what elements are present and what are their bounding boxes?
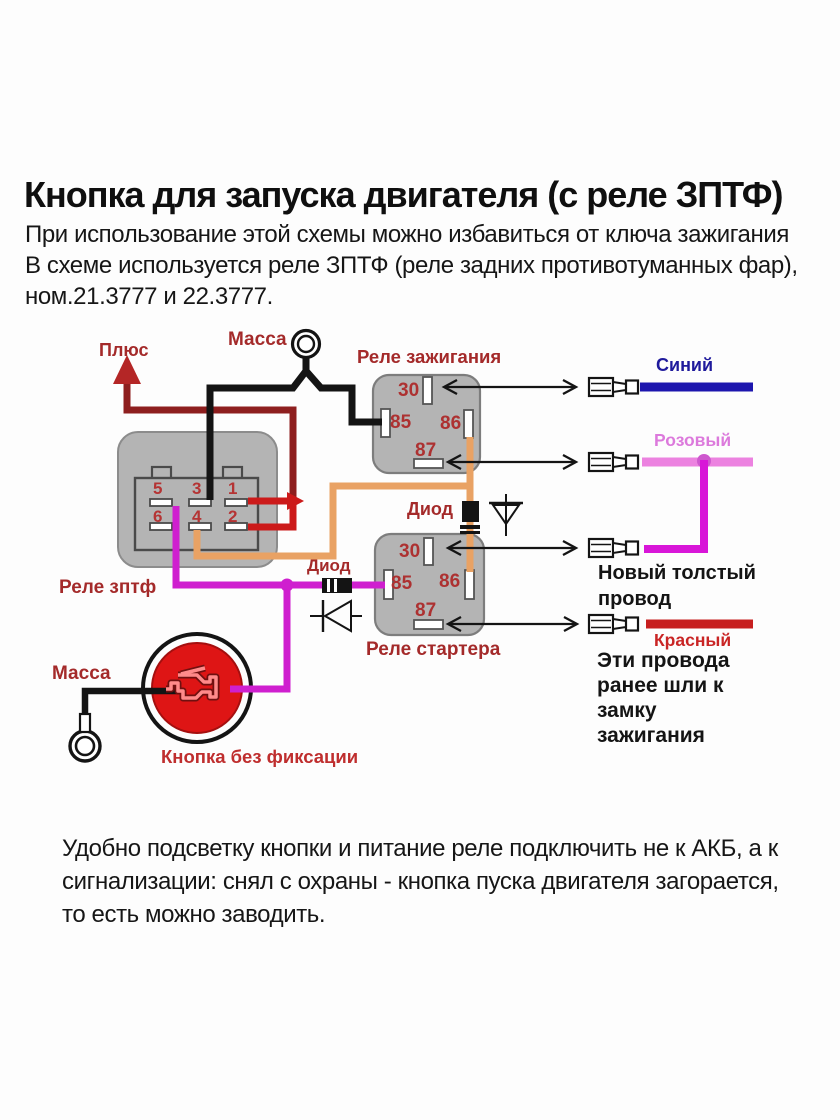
magenta-wire-main (172, 506, 385, 589)
starter-pin-87: 87 (415, 600, 437, 621)
ignition-pin-86: 86 (440, 413, 462, 434)
spade-terminal-blue (587, 376, 640, 398)
footer-paragraph: Удобно подсветку кнопки и питание реле п… (62, 832, 779, 931)
blue-wire-label: Синий (656, 355, 714, 375)
zptf-pin-4: 4 (192, 507, 202, 526)
engine-icon (166, 664, 220, 702)
spade-terminal-magenta (587, 537, 640, 559)
starter-relay-pin-bars (383, 537, 475, 630)
magenta-wire-button (230, 585, 291, 693)
diode-left-symbol-icon (310, 599, 362, 633)
intro-line-1: При использование этой схемы можно избав… (25, 221, 789, 248)
zptf-pin-slots (149, 498, 248, 531)
diode-top-symbol-icon (489, 494, 523, 536)
ignition-pin-30: 30 (398, 380, 420, 401)
zptf-pin-6: 6 (153, 507, 163, 526)
new-thick-wire-label: Новый толстый провод (598, 562, 756, 610)
intro-line-2: В схеме используется реле ЗПТФ (реле зад… (25, 252, 798, 279)
zptf-pin-2: 2 (228, 507, 238, 526)
ignition-relay-label: Реле зажигания (357, 346, 502, 367)
intro-paragraph: При использование этой схемы можно избав… (25, 219, 798, 312)
ground-wire-left (206, 357, 310, 500)
diode-left-label: Диод (307, 556, 351, 575)
diode-left-icon (322, 578, 352, 593)
ground-ring-terminal-bottom-hole (74, 735, 96, 757)
zptf-pin-3: 3 (192, 479, 202, 498)
page-title: Кнопка для запуска двигателя (с реле ЗПТ… (24, 174, 783, 216)
diode-top-icon (460, 501, 480, 534)
magenta-junction-dot (280, 578, 294, 592)
ignition-pin-87: 87 (415, 440, 437, 461)
ground-ring-collar (78, 712, 92, 734)
pin2-wire (248, 504, 297, 531)
ignition-relay-pin-bars (380, 376, 474, 469)
diode-top-label: Диод (407, 499, 454, 519)
starter-pin-86: 86 (439, 571, 461, 592)
old-wires-note: Эти провода ранее шли к замку зажигания (597, 649, 730, 747)
zptf-pin-1: 1 (228, 479, 238, 498)
red-wire-label: Красный (654, 630, 732, 650)
magenta-wire-to-connector (644, 460, 708, 553)
pink-wire-label: Розовый (654, 430, 732, 450)
button-label: Кнопка без фиксации (161, 746, 359, 767)
plus-label: Плюс (99, 340, 149, 360)
spade-terminal-pink (587, 451, 640, 473)
starter-pin-30: 30 (399, 541, 421, 562)
connection-arrows (441, 378, 580, 633)
spade-terminal-red (587, 613, 640, 635)
zptf-pin-5: 5 (153, 479, 163, 498)
footer-line-3: то есть можно заводить. (62, 901, 326, 928)
intro-line-3: ном.21.3777 и 22.3777. (25, 283, 273, 310)
massa-top-label: Масса (228, 329, 287, 350)
ignition-pin-85: 85 (390, 412, 412, 433)
ground-wire-bottom (81, 687, 178, 714)
orange-wire (193, 482, 470, 560)
zptf-relay-label: Реле зптф (59, 577, 157, 598)
ground-wire-right (303, 368, 382, 426)
ground-ring-terminal-top-hole (296, 334, 316, 354)
plus-arrow-icon (113, 355, 141, 384)
starter-relay-label: Реле стартера (366, 639, 501, 660)
footer-line-2: сигнализации: снял с охраны - кнопка пус… (62, 868, 779, 895)
starter-pin-85: 85 (391, 573, 413, 594)
massa-bottom-label: Масса (52, 663, 111, 684)
footer-line-1: Удобно подсветку кнопки и питание реле п… (62, 835, 778, 862)
